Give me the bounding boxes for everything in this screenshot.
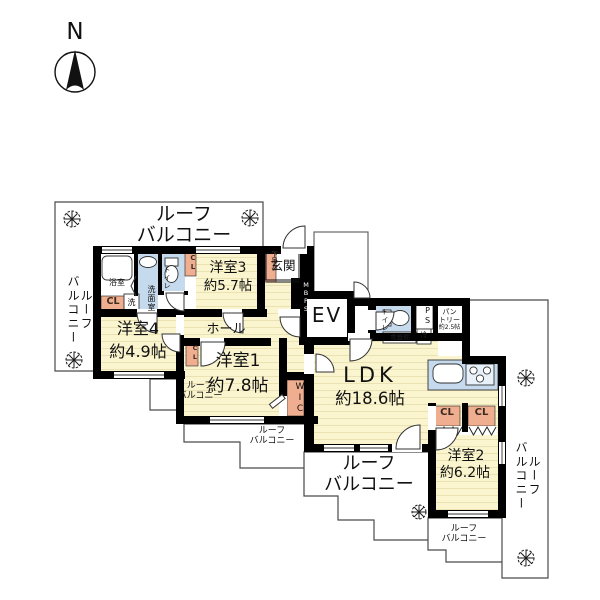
room3-size: 約5.7帖 xyxy=(203,278,253,294)
room3-name: 洋室3 xyxy=(209,260,247,276)
kitchen-sink-icon xyxy=(432,363,464,384)
toilet1-bowl-icon xyxy=(164,265,179,283)
toilet2-label: トイレ xyxy=(381,308,389,332)
room2-name: 洋室2 xyxy=(447,448,485,464)
plant-icons xyxy=(63,209,535,567)
closet-hall-label: CL xyxy=(189,254,197,272)
wic-door-leaf xyxy=(268,393,286,409)
bath-label: 浴室 xyxy=(109,278,125,287)
pantry-label: パントリー 約2.5帖 xyxy=(438,308,461,331)
pipe-space-label: PS xyxy=(423,306,432,326)
balcony-below-room1-label: ルーフバルコニー xyxy=(249,426,295,446)
balcony-top-left-label: ルーフバルコニー xyxy=(136,203,232,246)
shoe-cabinet-label: 下足入 xyxy=(270,251,277,269)
room4-size: 約4.9帖 xyxy=(109,342,167,361)
wic-label: WIC xyxy=(295,382,305,415)
balcony-left-label: ルーフバルコニー xyxy=(66,274,93,345)
fridge-label: 冷 xyxy=(420,331,428,339)
balcony-bottom-right-label: ルーフバルコニー xyxy=(441,524,487,544)
roof-balcony-outlines xyxy=(54,201,549,579)
elevator-label: EV xyxy=(311,303,343,327)
ldk-size: 約18.6帖 xyxy=(335,389,405,408)
door-arcs xyxy=(130,225,459,451)
closet-room1-label: CL xyxy=(191,344,199,362)
cupboard-label: 食器棚 xyxy=(390,333,410,341)
fixtures xyxy=(101,255,499,391)
compass-north-label: N xyxy=(66,19,84,45)
closet-floors xyxy=(100,249,496,427)
room2-size: 約6.2帖 xyxy=(439,465,491,481)
closet-room4-label: CL xyxy=(106,296,120,307)
room1-name: 洋室1 xyxy=(215,351,261,371)
toilet1-label: トイレ xyxy=(163,266,171,290)
washer-label: 洗 xyxy=(127,298,136,307)
sink-icon xyxy=(139,256,157,268)
room4-name: 洋室4 xyxy=(116,319,160,338)
hall-label: ホール xyxy=(206,322,246,337)
closet-ldk2-label: CL xyxy=(474,407,489,418)
bath-folding-door xyxy=(130,275,137,297)
entry-door-arc xyxy=(282,225,306,249)
entrance-label: 玄関 xyxy=(270,258,296,273)
ldk-name: LDK xyxy=(343,363,397,387)
room1-size: 約7.8帖 xyxy=(207,376,269,396)
window-lines xyxy=(102,249,503,515)
balcony-bottom-center-label: ルーフバルコニー xyxy=(324,453,414,495)
washroom-label: 洗面室 xyxy=(147,285,156,312)
compass-icon xyxy=(54,50,96,93)
elevator-cab xyxy=(307,299,347,337)
meter-box-label: MBPS xyxy=(302,281,310,313)
balcony-right-label: ルーフバルコニー xyxy=(514,441,541,511)
balcony-below-room4-label: ルーフバルコニー xyxy=(177,381,223,401)
toilet1-tank-icon xyxy=(164,257,179,267)
bathtub-icon xyxy=(101,255,133,281)
closet-ldk1-label: CL xyxy=(440,407,454,418)
